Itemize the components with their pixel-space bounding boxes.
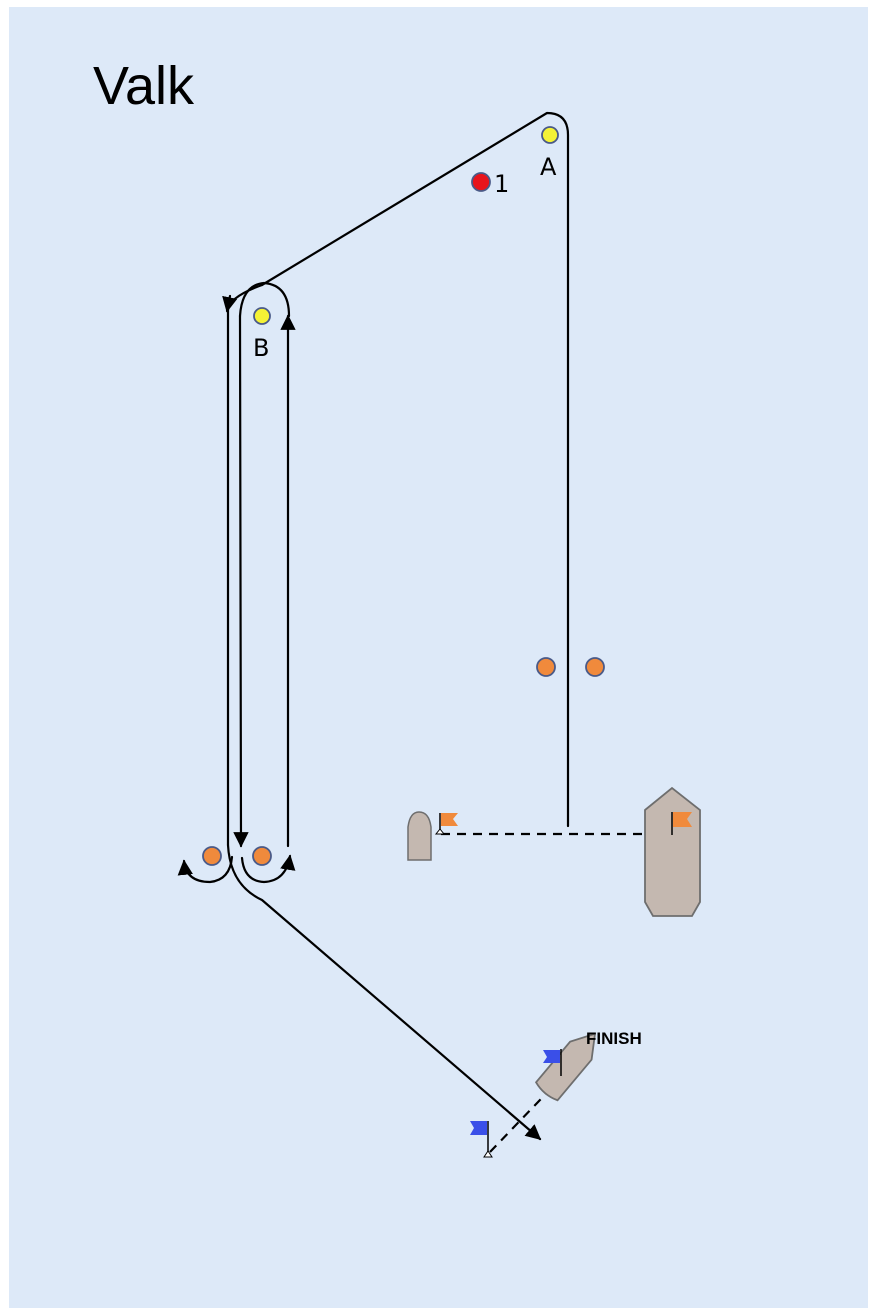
mark-1 bbox=[471, 172, 491, 192]
mark-b-label: B bbox=[253, 334, 269, 362]
finish-label: FINISH bbox=[586, 1029, 642, 1048]
page-title: Valk bbox=[93, 56, 195, 116]
mark-b bbox=[253, 307, 271, 325]
offset-mark-right bbox=[585, 657, 605, 677]
course-leg-start-to-a bbox=[260, 111, 570, 828]
mark-1-label: 1 bbox=[494, 170, 509, 198]
course-gate-top bbox=[238, 281, 291, 318]
gate-mark-right bbox=[252, 846, 272, 866]
course-arrow-b-outer bbox=[222, 294, 238, 313]
committee-boat bbox=[644, 786, 701, 917]
gate-mark-left bbox=[202, 846, 222, 866]
water-background bbox=[9, 7, 868, 1308]
committee-boat-flag-icon bbox=[671, 812, 692, 835]
course-leg-finish bbox=[226, 843, 542, 1141]
gate-rounding-right bbox=[240, 854, 296, 884]
finish-boat-flag-icon bbox=[543, 1049, 562, 1076]
gate-rounding-left bbox=[177, 855, 234, 884]
finish-boat bbox=[534, 1032, 597, 1102]
finish-pin-flag-icon bbox=[470, 1121, 493, 1158]
offset-mark-left bbox=[536, 657, 556, 677]
mark-a bbox=[541, 126, 559, 144]
course-gate-down bbox=[233, 314, 249, 848]
start-pin-flag-icon bbox=[434, 813, 458, 835]
mark-a-label: A bbox=[540, 153, 557, 181]
start-pin-boat bbox=[407, 811, 432, 861]
